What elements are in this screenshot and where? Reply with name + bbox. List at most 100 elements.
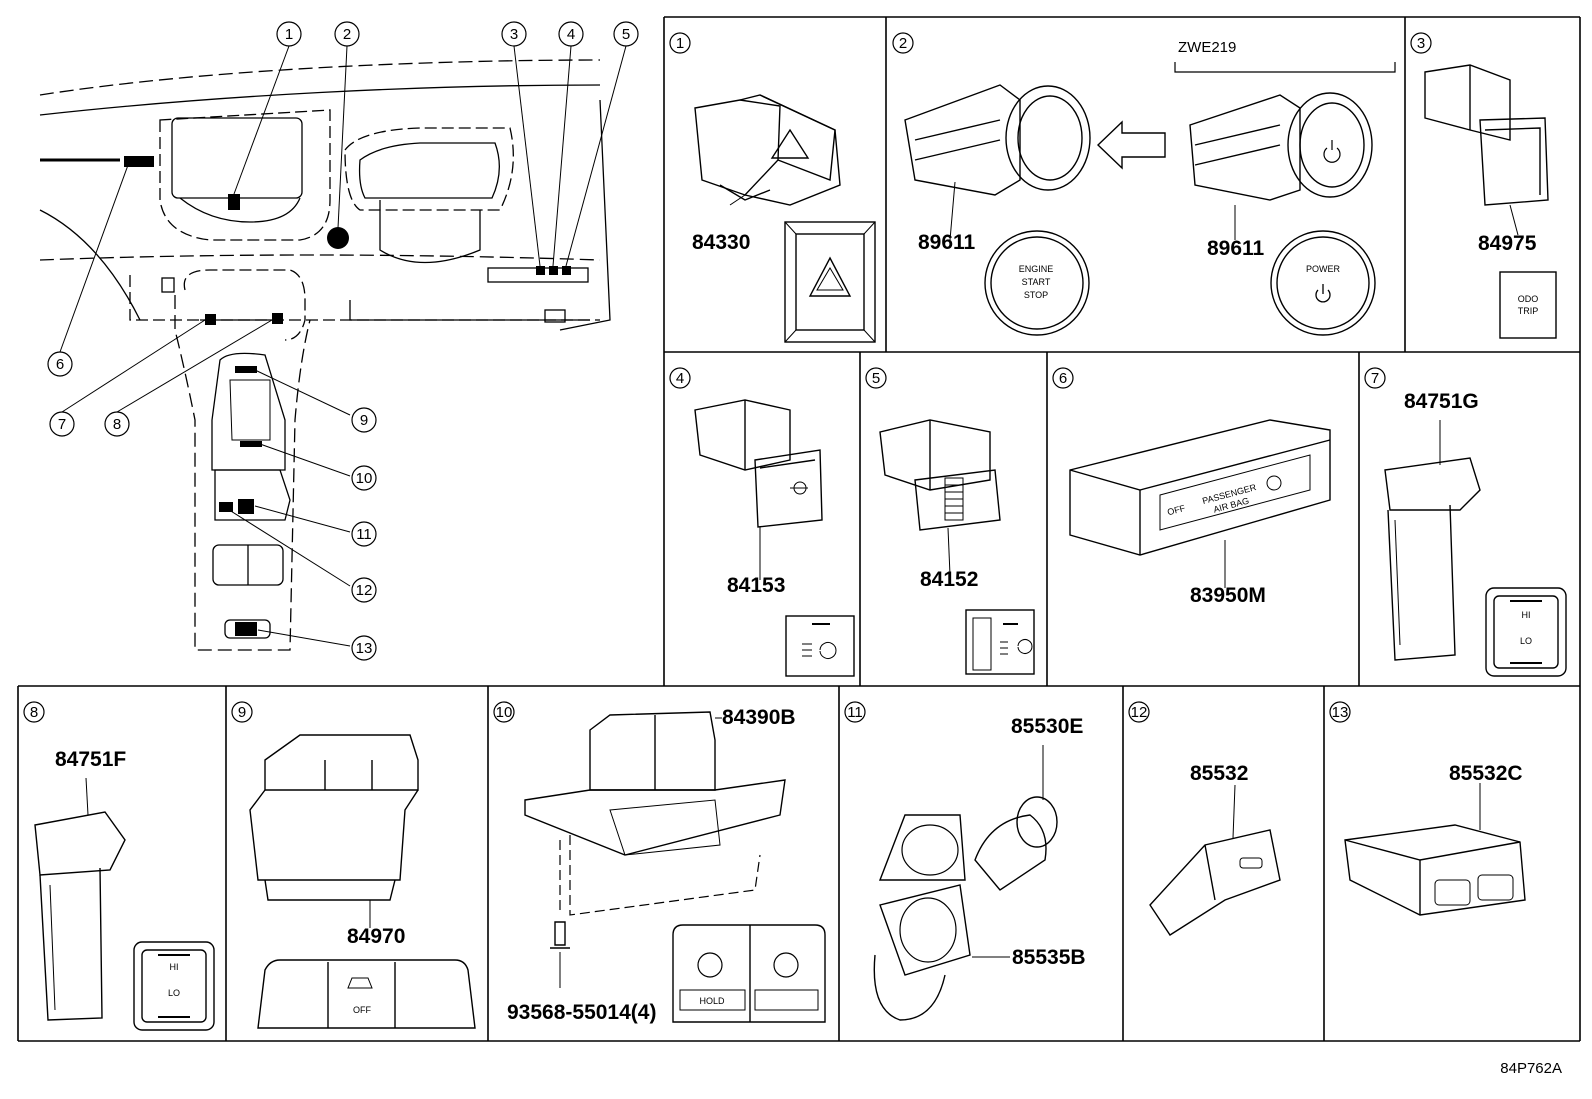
callout-3-circle bbox=[501, 21, 527, 47]
callout-4-circle bbox=[558, 21, 584, 47]
icon-text-2-3: POWER bbox=[1306, 264, 1341, 274]
part-number-7-0: 84751G bbox=[1404, 390, 1479, 413]
panel-3-id: 3 bbox=[1417, 35, 1425, 52]
icon-text-8-1: LO bbox=[168, 988, 180, 998]
part-number-12-0: 85532 bbox=[1190, 762, 1248, 785]
part-number-1-0: 84330 bbox=[692, 231, 750, 254]
callout-10-circle bbox=[351, 465, 377, 491]
panel-1-id: 1 bbox=[676, 35, 684, 52]
variant-label-2: ZWE219 bbox=[1178, 39, 1236, 56]
panel-5-id-circle bbox=[865, 367, 887, 389]
callout-9: 9 bbox=[360, 412, 368, 429]
callout-6: 6 bbox=[56, 356, 64, 373]
figure-code: 84P762A bbox=[1500, 1060, 1562, 1077]
panel-9-id-circle bbox=[231, 701, 253, 723]
panel-2-start-switch bbox=[904, 62, 1396, 336]
callout-13: 13 bbox=[356, 640, 373, 657]
panel-8-seat-heater-switch bbox=[34, 777, 215, 1031]
panel-2-id: 2 bbox=[899, 35, 907, 52]
callout-12: 12 bbox=[356, 582, 373, 599]
panel-12-id: 12 bbox=[1131, 704, 1148, 721]
part-number-10-1: 93568-55014(4) bbox=[507, 1001, 656, 1024]
icon-text-3-0: ODO bbox=[1518, 294, 1539, 304]
icon-text-2-2: STOP bbox=[1024, 290, 1048, 300]
dashboard-overview bbox=[39, 45, 627, 651]
part-number-8-0: 84751F bbox=[55, 748, 126, 771]
icon-text-7-1: LO bbox=[1520, 636, 1532, 646]
panel-3-id-circle bbox=[1410, 32, 1432, 54]
callout-6-circle bbox=[47, 351, 73, 377]
callout-7-circle bbox=[49, 411, 75, 437]
panel-13-usb-port bbox=[1344, 783, 1526, 916]
part-number-4-0: 84153 bbox=[727, 574, 785, 597]
callout-7: 7 bbox=[58, 416, 66, 433]
part-number-2-1: 89611 bbox=[1207, 237, 1265, 260]
panel-7-id: 7 bbox=[1371, 370, 1379, 387]
part-number-10-0: 84390B bbox=[722, 706, 796, 729]
icon-text-7-0: HI bbox=[1522, 610, 1531, 620]
panel-10-id: 10 bbox=[496, 704, 513, 721]
panel-9-switch-assembly bbox=[249, 734, 476, 1029]
panel-6-id: 6 bbox=[1059, 370, 1067, 387]
icon-text-6-2: OFF bbox=[1166, 503, 1186, 517]
icon-text-8-0: HI bbox=[170, 962, 179, 972]
panel-13-id: 13 bbox=[1332, 704, 1349, 721]
part-number-2-0: 89611 bbox=[918, 231, 976, 254]
icon-text-2-0: ENGINE bbox=[1019, 264, 1054, 274]
callout-2-circle bbox=[334, 21, 360, 47]
callout-13-circle bbox=[351, 635, 377, 661]
icon-text-2-1: START bbox=[1022, 277, 1051, 287]
callout-9-circle bbox=[351, 407, 377, 433]
part-number-11-0: 85530E bbox=[1011, 715, 1083, 738]
panel-9-id: 9 bbox=[238, 704, 246, 721]
panel-3-odo-trip-switch bbox=[1424, 64, 1557, 339]
part-number-5-0: 84152 bbox=[920, 568, 978, 591]
panel-13-id-circle bbox=[1329, 701, 1351, 723]
callout-4: 4 bbox=[567, 26, 575, 43]
panel-1-id-circle bbox=[669, 32, 691, 54]
callout-11-circle bbox=[351, 521, 377, 547]
panel-5-id: 5 bbox=[872, 370, 880, 387]
part-number-6-0: 83950M bbox=[1190, 584, 1266, 607]
panel-12-usb-port bbox=[1149, 784, 1281, 936]
icon-text-3-1: TRIP bbox=[1518, 306, 1539, 316]
callout-11: 11 bbox=[356, 526, 372, 543]
panel-5-dimmer-switch bbox=[879, 419, 1035, 675]
callout-3: 3 bbox=[510, 26, 518, 43]
panel-6-id-circle bbox=[1052, 367, 1074, 389]
panel-7-id-circle bbox=[1364, 367, 1386, 389]
callout-1-circle bbox=[276, 21, 302, 47]
panel-11-power-outlet bbox=[873, 745, 1058, 1021]
panel-grid bbox=[17, 16, 1581, 1042]
callout-5-circle bbox=[613, 21, 639, 47]
callout-10: 10 bbox=[356, 470, 373, 487]
part-number-3-0: 84975 bbox=[1478, 232, 1537, 255]
panel-7-seat-heater-switch bbox=[1384, 420, 1567, 677]
callout-5: 5 bbox=[622, 26, 630, 43]
panel-4-id: 4 bbox=[676, 370, 684, 387]
panel-12-id-circle bbox=[1128, 701, 1150, 723]
panel-4-id-circle bbox=[669, 367, 691, 389]
panel-11-id: 11 bbox=[847, 704, 863, 721]
icon-text-9-0: OFF bbox=[353, 1005, 371, 1015]
panel-6-passenger-airbag-indicator bbox=[1069, 419, 1331, 588]
callout-2: 2 bbox=[343, 26, 351, 43]
panel-4-switch bbox=[694, 399, 855, 677]
callout-8: 8 bbox=[113, 416, 121, 433]
panel-8-id: 8 bbox=[30, 704, 38, 721]
panel-2-id-circle bbox=[892, 32, 914, 54]
panel-1-hazard-switch bbox=[694, 94, 876, 343]
callout-12-circle bbox=[351, 577, 377, 603]
panel-11-id-circle bbox=[844, 701, 866, 723]
part-number-9-0: 84970 bbox=[347, 925, 405, 948]
panel-10-id-circle bbox=[493, 701, 515, 723]
callout-8-circle bbox=[104, 411, 130, 437]
part-number-13-0: 85532C bbox=[1449, 762, 1523, 785]
panel-8-id-circle bbox=[23, 701, 45, 723]
icon-text-10-0: HOLD bbox=[699, 996, 725, 1006]
panel-10-parking-brake-switch bbox=[524, 711, 826, 1023]
callout-1: 1 bbox=[285, 26, 293, 43]
